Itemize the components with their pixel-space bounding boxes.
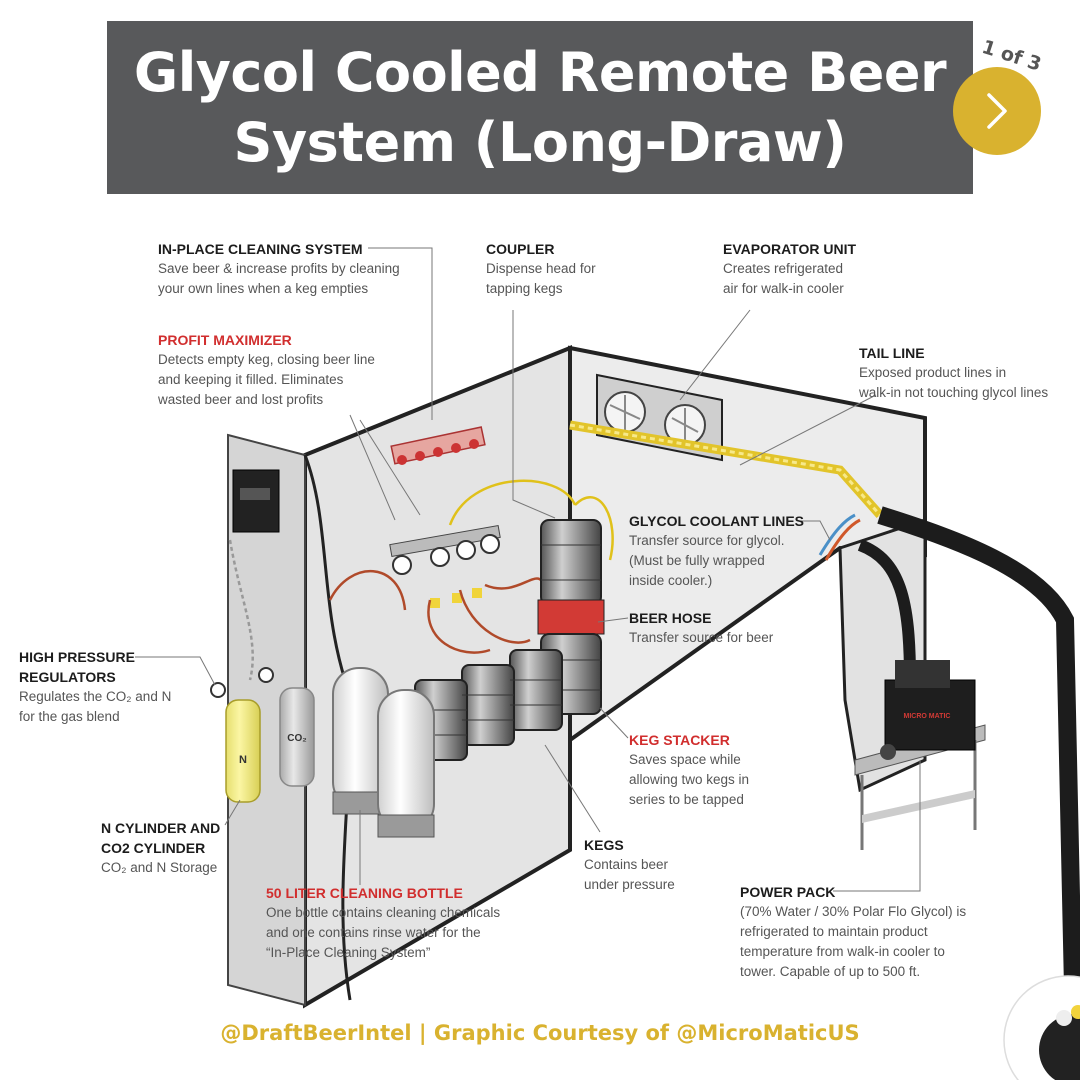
callout-heading: COUPLER (486, 241, 555, 257)
callout-line: Saves space while (629, 752, 741, 767)
glycol-trunk-line (569, 420, 1080, 1080)
callout-heading: IN-PLACE CLEANING SYSTEM (158, 241, 363, 257)
callout-line: Regulates the CO₂ and N (19, 689, 172, 704)
callout-line: One bottle contains cleaning chemicals (266, 905, 501, 920)
callout-high-pressure-regulators: HIGH PRESSURE REGULATORS Regulates the C… (19, 647, 171, 727)
callout-heading: EVAPORATOR UNIT (723, 241, 857, 257)
footer-credit: @DraftBeerIntel | Graphic Courtesy of @M… (220, 1021, 860, 1045)
callout-cleaning-system: IN-PLACE CLEANING SYSTEM Save beer & inc… (158, 239, 400, 299)
callout-tail-line: TAIL LINE Exposed product lines in walk-… (859, 343, 1048, 403)
cleaning-controller (232, 469, 280, 533)
callout-evaporator: EVAPORATOR UNIT Creates refrigerated air… (723, 239, 856, 299)
callout-line: Save beer & increase profits by cleaning (158, 261, 400, 276)
callout-line: and one contains rinse water for the (266, 925, 481, 940)
callout-line: and keeping it filled. Eliminates (158, 372, 344, 387)
gas-cylinders: N CO₂ (210, 667, 315, 803)
callout-line: “In-Place Cleaning System” (266, 945, 431, 960)
callout-heading: TAIL LINE (859, 345, 925, 361)
callout-heading: KEGS (584, 837, 624, 853)
callout-profit-maximizer: PROFIT MAXIMIZER Detects empty keg, clos… (158, 330, 375, 410)
callout-heading: REGULATORS (19, 669, 116, 685)
profit-maximizer-manifold (390, 426, 486, 465)
callout-line: air for walk-in cooler (723, 281, 844, 296)
callout-heading: PROFIT MAXIMIZER (158, 332, 292, 348)
leader-lines (135, 247, 921, 892)
callout-beer-hose: BEER HOSE Transfer source for beer (629, 608, 773, 648)
callout-line: (Must be fully wrapped (629, 553, 765, 568)
callout-heading: POWER PACK (740, 884, 836, 900)
chevron-right-icon (987, 93, 1007, 129)
callout-line: allowing two kegs in (629, 772, 750, 787)
callout-keg-stacker: KEG STACKER Saves space while allowing t… (629, 730, 749, 810)
title-line-2: System (Long-Draw) (233, 110, 847, 174)
co2-cylinder-label: CO₂ (287, 733, 306, 744)
callout-cylinders: N CYLINDER AND CO2 CYLINDER CO₂ and N St… (101, 818, 220, 878)
callout-heading: GLYCOL COOLANT LINES (629, 513, 805, 529)
power-pack: MICRO MATIC (854, 660, 986, 850)
callout-line: CO₂ and N Storage (101, 860, 218, 875)
callout-line: Dispense head for (486, 261, 596, 276)
title-line-1: Glycol Cooled Remote Beer (133, 40, 947, 104)
callout-heading: N CYLINDER AND (101, 820, 221, 836)
callout-line: Contains beer (584, 857, 669, 872)
power-pack-brand: MICRO MATIC (904, 713, 951, 720)
callout-line: tapping kegs (486, 281, 563, 296)
callout-line: refrigerated to maintain product (740, 924, 928, 939)
callout-line: temperature from walk-in cooler to (740, 944, 945, 959)
callout-heading: BEER HOSE (629, 610, 712, 626)
callout-line: Transfer source for beer (629, 630, 774, 645)
callout-line: series to be tapped (629, 792, 744, 807)
callout-line: Exposed product lines in (859, 365, 1007, 380)
beer-hoses (228, 479, 614, 681)
n-cylinder-label: N (239, 754, 247, 766)
callout-line: for the gas blend (19, 709, 120, 724)
callout-power-pack: POWER PACK (70% Water / 30% Polar Flo Gl… (740, 882, 966, 982)
callout-line: walk-in not touching glycol lines (859, 385, 1049, 400)
callout-heading: 50 LITER CLEANING BOTTLE (266, 885, 463, 901)
callout-heading: CO2 CYLINDER (101, 840, 206, 856)
callout-heading: HIGH PRESSURE (19, 649, 135, 665)
secondary-regulators (389, 524, 501, 608)
keg-stacker (537, 519, 605, 715)
callout-line: Creates refrigerated (723, 261, 844, 276)
callout-cleaning-bottle: 50 LITER CLEANING BOTTLE One bottle cont… (266, 883, 500, 963)
next-button[interactable] (953, 67, 1041, 155)
title-banner: Glycol Cooled Remote Beer System (Long-D… (107, 21, 973, 194)
cable-cross-section (1003, 975, 1080, 1080)
callout-heading: KEG STACKER (629, 732, 730, 748)
callout-coupler: COUPLER Dispense head for tapping kegs (486, 239, 596, 299)
callout-glycol-lines: GLYCOL COOLANT LINES Transfer source for… (629, 511, 804, 591)
callout-line: your own lines when a keg empties (158, 281, 369, 296)
callout-line: under pressure (584, 877, 675, 892)
callout-line: wasted beer and lost profits (158, 392, 324, 407)
cleaning-bottles (332, 667, 435, 838)
callout-line: Transfer source for glycol. (629, 533, 785, 548)
callout-line: Detects empty keg, closing beer line (158, 352, 375, 367)
callout-kegs: KEGS Contains beer under pressure (584, 835, 675, 895)
callout-line: inside cooler.) (629, 573, 713, 588)
callout-line: tower. Capable of up to 500 ft. (740, 964, 921, 979)
callout-line: (70% Water / 30% Polar Flo Glycol) is (740, 904, 967, 919)
